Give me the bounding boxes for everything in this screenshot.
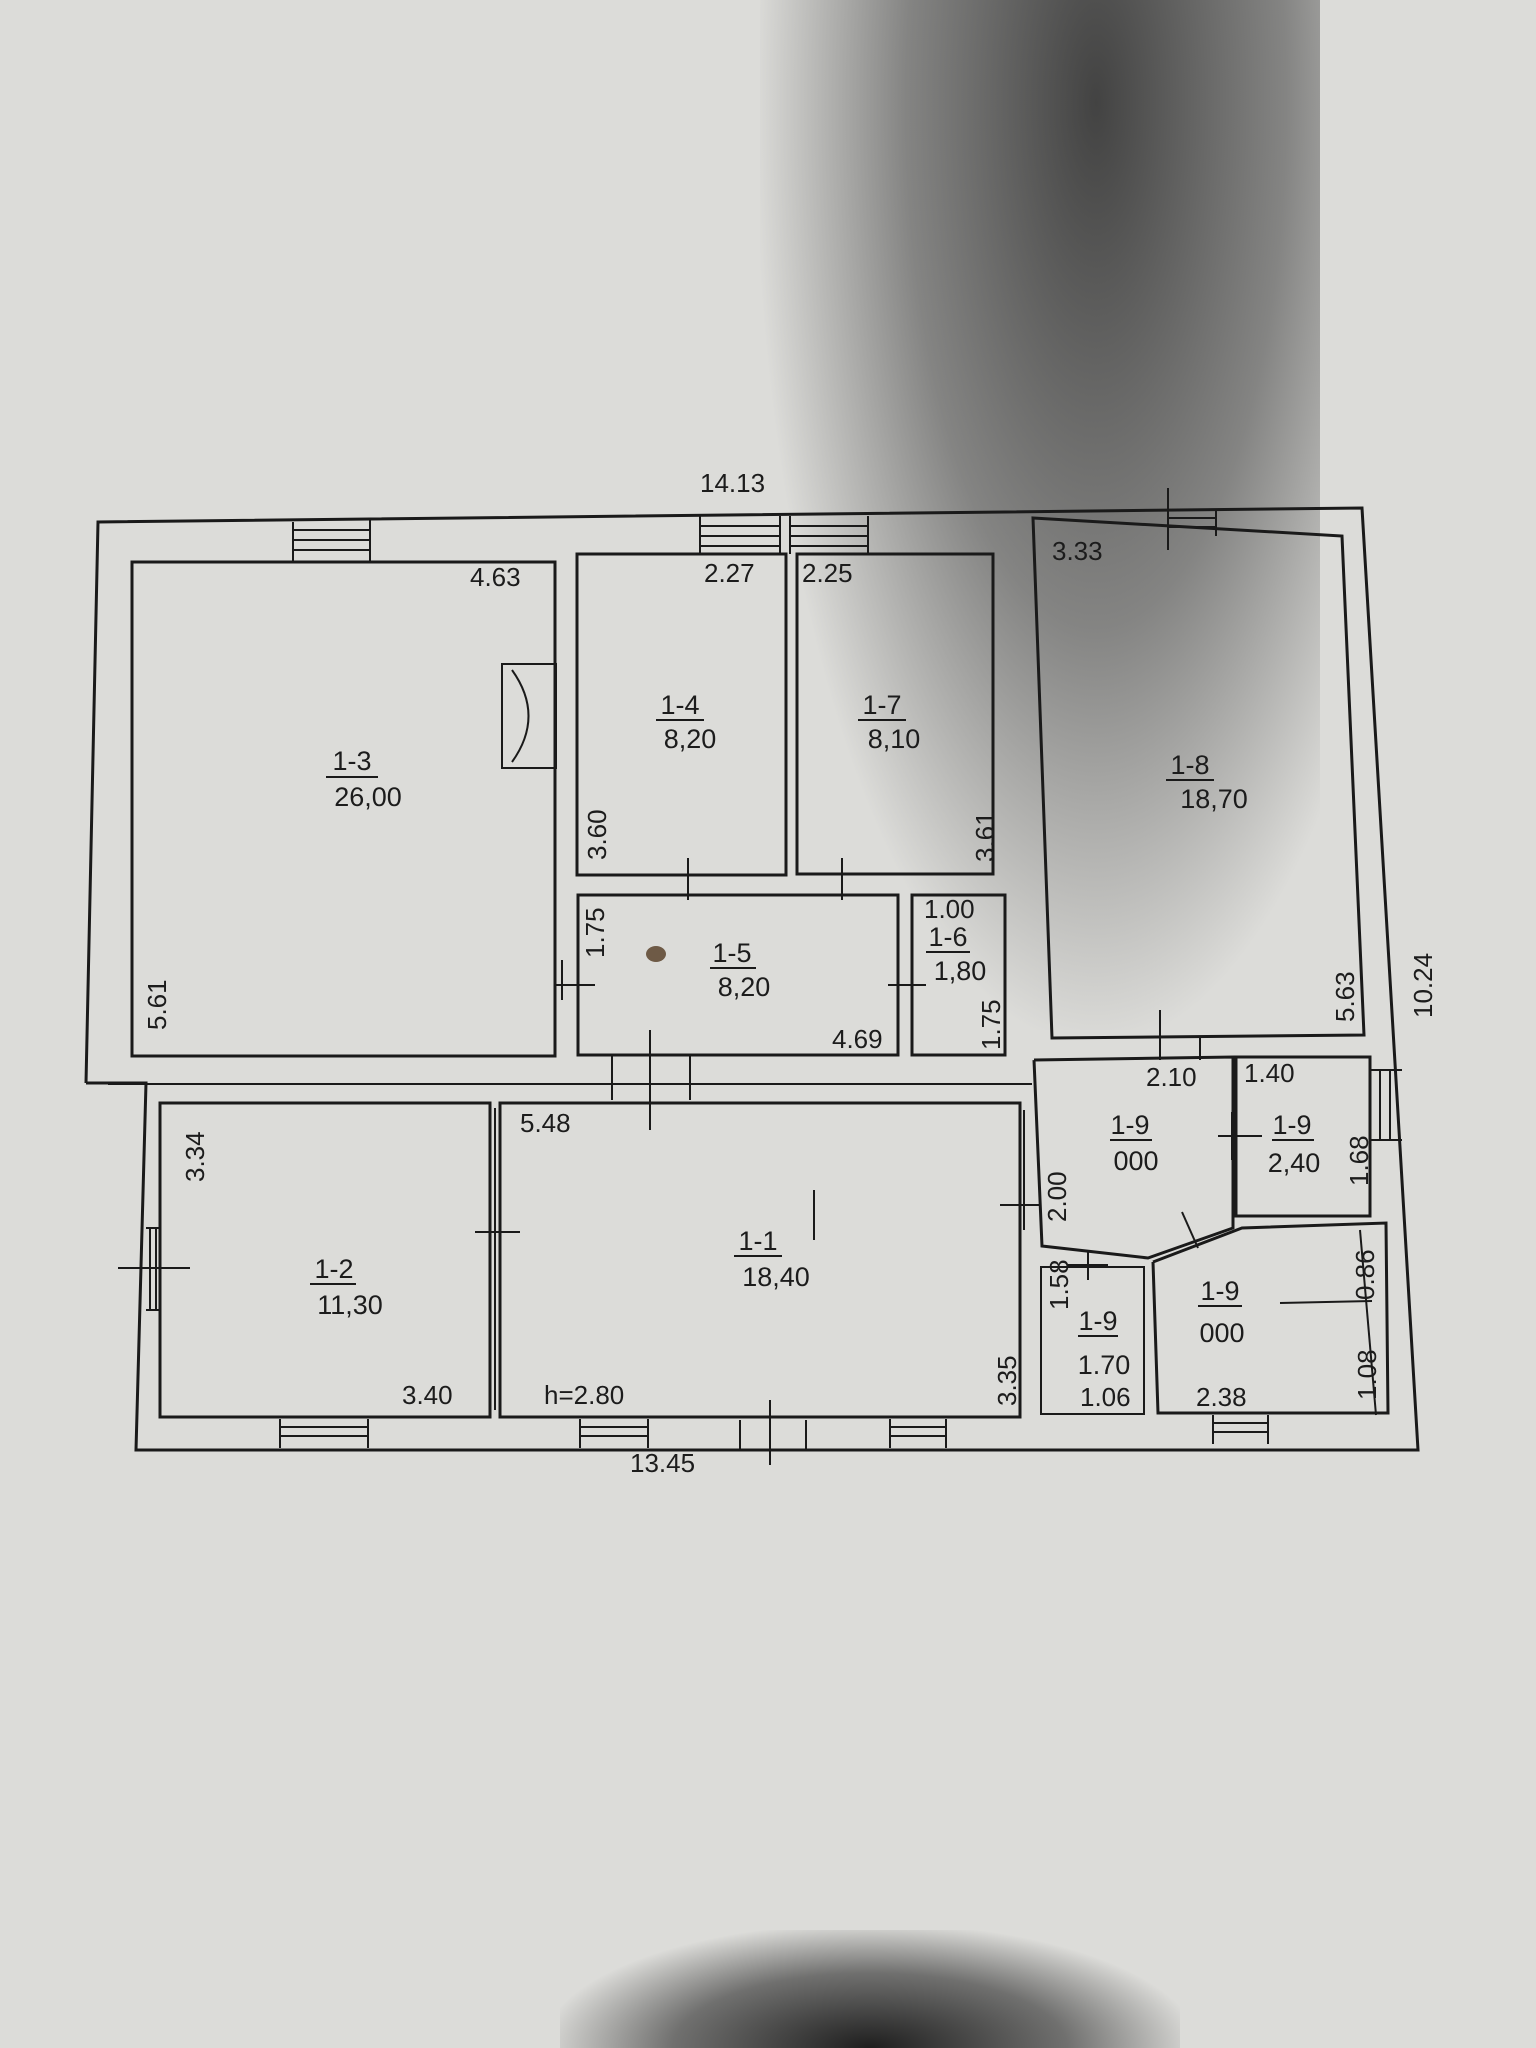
room-1-9-hall: 1-9 000 (1110, 1110, 1159, 1176)
room-1-9-bath: 1-9 000 (1198, 1276, 1245, 1348)
r17-width: 2.25 (802, 558, 853, 588)
door-ticks (475, 858, 1262, 1465)
room-1-6-id: 1-6 (928, 922, 967, 952)
window-1-8 (1167, 488, 1217, 550)
room-1-9-small-id: 1-9 (1272, 1110, 1311, 1140)
r14-height: 3.60 (582, 809, 612, 860)
room-1-9-bath-area: 000 (1199, 1318, 1244, 1348)
r18-height: 5.63 (1330, 971, 1360, 1022)
room-1-6-area: 1,80 (934, 956, 987, 986)
r15-height: 1.75 (580, 907, 610, 958)
r11-height: 3.35 (992, 1355, 1022, 1406)
room-1-1-area: 18,40 (742, 1262, 810, 1292)
room-1-7-id: 1-7 (862, 690, 901, 720)
window-1-2-bottom (279, 1419, 369, 1448)
room-1-7-area: 8,10 (868, 724, 921, 754)
room-1-1-id: 1-1 (738, 1226, 777, 1256)
r19a-height: 2.00 (1042, 1171, 1072, 1222)
room-1-2: 1-2 11,30 (310, 1254, 383, 1320)
r12-width: 3.40 (402, 1380, 453, 1410)
room-1-3: 1-3 26,00 (326, 746, 402, 812)
room-1-9-hall-area: 000 (1113, 1146, 1158, 1176)
room-1-2-id: 1-2 (314, 1254, 353, 1284)
r13-width: 4.63 (470, 562, 521, 592)
r19c-height-b: 1.08 (1352, 1349, 1382, 1400)
r19c-width: 2.38 (1196, 1382, 1247, 1412)
r12-height: 3.34 (180, 1131, 210, 1182)
r19b-width: 1.40 (1244, 1058, 1295, 1088)
dimensions: 14.13 13.45 10.24 h=2.80 4.63 5.61 2.27 … (142, 468, 1438, 1478)
right-height: 10.24 (1408, 953, 1438, 1018)
room-1-4-area: 8,20 (664, 724, 717, 754)
window-1-1-left (579, 1419, 649, 1448)
window-1-9-side (1370, 1069, 1402, 1141)
r11-width: 5.48 (520, 1108, 571, 1138)
r16-height: 1.75 (976, 999, 1006, 1050)
room-labels: 1-3 26,00 1-4 8,20 1-7 8,10 1-8 18,70 1-… (310, 690, 1320, 1380)
window-1-2-side (118, 1227, 190, 1311)
room-1-5-id: 1-5 (712, 938, 751, 968)
r19d-height: 1.58 (1044, 1259, 1074, 1310)
room-1-2-area: 11,30 (317, 1290, 383, 1320)
room-1-9-wc-id: 1-9 (1078, 1306, 1117, 1336)
r19d-width: 1.06 (1080, 1382, 1131, 1412)
window-1-3 (292, 520, 371, 562)
window-1-4 (699, 516, 781, 554)
paper-stain (646, 946, 666, 962)
room-1-4-id: 1-4 (660, 690, 699, 720)
room-1-6: 1-6 1,80 (926, 922, 986, 986)
windows (118, 488, 1402, 1448)
top-width: 14.13 (700, 468, 765, 498)
bottom-width: 13.45 (630, 1448, 695, 1478)
room-1-5-area: 8,20 (718, 972, 771, 1002)
room-1-9-hall-id: 1-9 (1110, 1110, 1149, 1140)
room-1-4: 1-4 8,20 (656, 690, 716, 754)
r19b-height: 1.68 (1344, 1135, 1374, 1186)
room-1-7: 1-7 8,10 (858, 690, 920, 754)
room-1-8: 1-8 18,70 (1166, 750, 1248, 814)
room-1-8-area: 18,70 (1180, 784, 1248, 814)
room-1-3-area: 26,00 (334, 782, 402, 812)
r18-width: 3.33 (1052, 536, 1103, 566)
r13-height: 5.61 (142, 979, 172, 1030)
window-1-7 (789, 516, 869, 554)
r14-width: 2.27 (704, 558, 755, 588)
room-1-9-wc: 1-9 1.70 (1078, 1306, 1131, 1380)
window-1-1-right (889, 1419, 947, 1448)
r15-width: 4.69 (832, 1024, 883, 1054)
room-1-9-wc-area: 1.70 (1078, 1350, 1131, 1380)
room-1-9-bath-id: 1-9 (1200, 1276, 1239, 1306)
room-1-5: 1-5 8,20 (646, 938, 770, 1002)
room-1-3-id: 1-3 (332, 746, 371, 776)
room-1-8-id: 1-8 (1170, 750, 1209, 780)
room-1-1: 1-1 18,40 (734, 1196, 815, 1292)
r19c-height-a: 0.86 (1350, 1249, 1380, 1300)
ceiling-height: h=2.80 (544, 1380, 624, 1410)
window-bath-bottom (1212, 1415, 1269, 1444)
r16-width: 1.00 (924, 894, 975, 924)
room-1-9-small: 1-9 2,40 (1268, 1110, 1321, 1178)
room-1-9-small-area: 2,40 (1268, 1148, 1321, 1178)
r19a-width: 2.10 (1146, 1062, 1197, 1092)
r17-height: 3.61 (970, 811, 1000, 862)
